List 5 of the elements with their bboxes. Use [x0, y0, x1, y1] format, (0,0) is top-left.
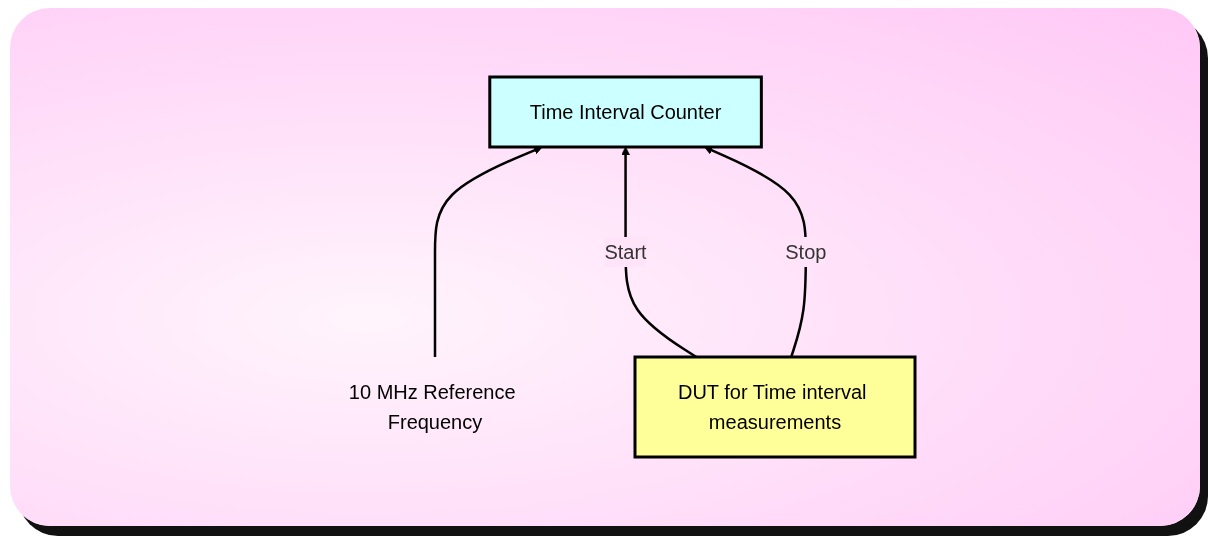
- edge-label: Stop: [785, 241, 827, 263]
- node-box: [633, 355, 917, 459]
- edge-label: Start: [604, 241, 647, 263]
- node-text: 10 MHz Reference Frequency: [348, 381, 516, 433]
- node-box: [488, 75, 763, 149]
